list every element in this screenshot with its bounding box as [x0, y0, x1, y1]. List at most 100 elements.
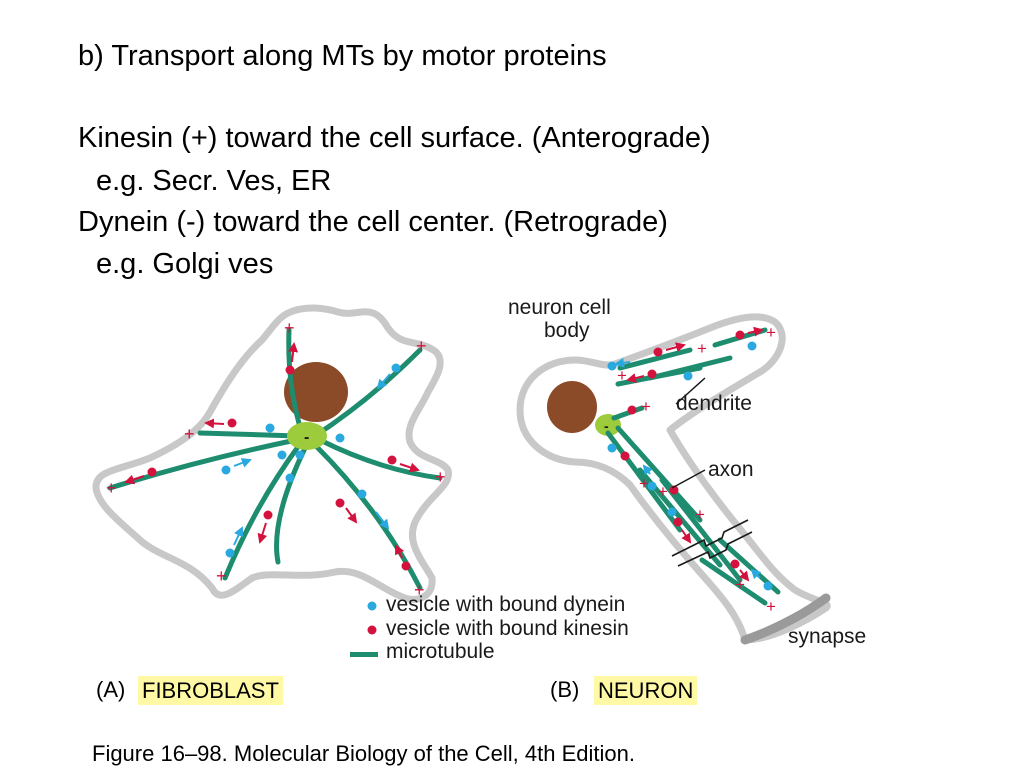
kinesin-vesicle: [669, 485, 679, 495]
plus-end: +: [641, 397, 651, 416]
kinesin-direction-arrow: [124, 474, 145, 485]
plus-end: +: [735, 575, 745, 594]
dynein-vesicle: [607, 443, 617, 453]
kinesin-vesicle: [620, 451, 630, 461]
legend-dynein-swatch: [367, 601, 377, 611]
legend-dynein-label: vesicle with bound dynein: [386, 593, 625, 616]
neuron-cell-body-label-line2: body: [544, 319, 590, 342]
kinesin-vesicle: [401, 561, 411, 571]
dendrite-leader-line: [675, 377, 706, 405]
neuron-kinesin-vesicles: [620, 326, 764, 582]
dynein-direction-arrow: [376, 373, 391, 390]
neuron-microtubules: [605, 327, 781, 606]
plus-end: +: [416, 336, 427, 356]
kinesin-direction-arrow: [626, 373, 645, 383]
plus-end: +: [766, 597, 776, 616]
neuron-cell: - + + + + + + + + +: [516, 313, 831, 645]
dendrite-label: dendrite: [676, 392, 752, 415]
synapse-label: synapse: [788, 625, 866, 648]
legend-microtubule-swatch: [350, 652, 378, 657]
plus-end: +: [414, 580, 425, 600]
neuron-dynein-vesicles: [607, 341, 773, 591]
plus-end: +: [184, 424, 195, 444]
kinesin-direction-arrow: [739, 569, 750, 582]
dynein-example: e.g. Golgi ves: [96, 248, 274, 280]
plus-end: +: [695, 505, 705, 524]
panel-a-name: FIBROBLAST: [138, 676, 283, 705]
fibroblast-centrosome: [287, 422, 327, 450]
kinesin-direction-arrow: [395, 544, 405, 559]
kinesin-vesicle: [387, 455, 397, 465]
legend-microtubule-label: microtubule: [386, 640, 495, 663]
dynein-vesicle: [391, 363, 401, 373]
kinesin-description: Kinesin (+) toward the cell surface. (An…: [78, 122, 711, 154]
kinesin-direction-arrow: [204, 418, 225, 429]
kinesin-vesicle: [147, 467, 157, 477]
plus-end: +: [284, 318, 295, 338]
kinesin-vesicle: [263, 510, 273, 520]
synapse-terminal: [740, 593, 831, 645]
dynein-vesicle: [295, 450, 305, 460]
fibroblast-cell: - + + + + + + +: [92, 304, 452, 603]
axon-label: axon: [708, 458, 754, 481]
kinesin-example: e.g. Secr. Ves, ER: [96, 165, 332, 197]
fibroblast-nucleus: [284, 362, 348, 422]
plus-end: +: [766, 323, 776, 342]
kinesin-direction-arrow: [399, 462, 420, 473]
dynein-vesicle: [763, 581, 773, 591]
plus-end: +: [617, 366, 627, 385]
plus-end: +: [697, 339, 707, 358]
neuron-minus-end: -: [604, 418, 609, 434]
neuron-cell-body-label: neuron cell: [508, 296, 611, 319]
kinesin-direction-arrow: [288, 342, 299, 363]
dynein-description: Dynein (-) toward the cell center. (Retr…: [78, 206, 668, 238]
dynein-vesicle: [277, 450, 287, 460]
dynein-vesicle: [747, 341, 757, 351]
kinesin-vesicle: [647, 369, 657, 379]
plus-end: +: [106, 478, 117, 498]
fibroblast-outline: [92, 304, 452, 603]
dynein-direction-arrow: [233, 526, 244, 546]
plus-end: +: [216, 566, 227, 586]
kinesin-direction-arrow: [257, 522, 268, 544]
fibroblast-plus-ends: + + + + + + +: [106, 318, 446, 600]
panel-a-letter: (A): [96, 677, 126, 702]
panel-b-letter: (B): [550, 677, 580, 702]
dynein-direction-arrow: [750, 568, 762, 580]
dynein-vesicle: [285, 473, 295, 483]
dynein-vesicle: [607, 361, 617, 371]
kinesin-direction-arrow: [747, 326, 764, 337]
kinesin-vesicle: [730, 559, 740, 569]
neuron-outline: [516, 313, 831, 644]
neuron-nucleus: [547, 381, 597, 433]
legend-kinesin-label: vesicle with bound kinesin: [386, 617, 629, 640]
figure-caption: Figure 16–98. Molecular Biology of the C…: [92, 741, 635, 766]
plus-end: +: [639, 474, 649, 493]
dynein-direction-arrow: [375, 511, 390, 530]
plus-end: +: [658, 482, 668, 501]
kinesin-vesicle: [227, 418, 237, 428]
axon-leader-line: [671, 469, 706, 489]
legend: vesicle with bound dynein vesicle with b…: [350, 593, 629, 663]
kinesin-direction-arrow: [665, 342, 686, 352]
dynein-vesicle: [221, 465, 231, 475]
dynein-direction-arrow: [233, 458, 252, 468]
axon-break-marks: [671, 519, 753, 567]
kinesin-vesicle: [673, 517, 683, 527]
kinesin-vesicle: [653, 347, 663, 357]
fibroblast-dynein-vesicles: [221, 363, 401, 558]
dynein-vesicle: [647, 481, 657, 491]
kinesin-vesicle: [335, 498, 345, 508]
fibroblast-minus-end: -: [304, 429, 309, 446]
fibroblast-kinesin-vesicles: [124, 342, 420, 571]
dynein-vesicle: [335, 433, 345, 443]
kinesin-direction-arrow: [681, 529, 692, 544]
dynein-vesicle: [667, 507, 677, 517]
dynein-vesicle: [265, 423, 275, 433]
plus-end: +: [435, 467, 446, 487]
panel-b-name: NEURON: [594, 676, 698, 705]
neuron-plus-ends: + + + + + + + + +: [617, 323, 776, 616]
kinesin-direction-arrow: [345, 507, 358, 524]
dynein-vesicle: [683, 371, 693, 381]
